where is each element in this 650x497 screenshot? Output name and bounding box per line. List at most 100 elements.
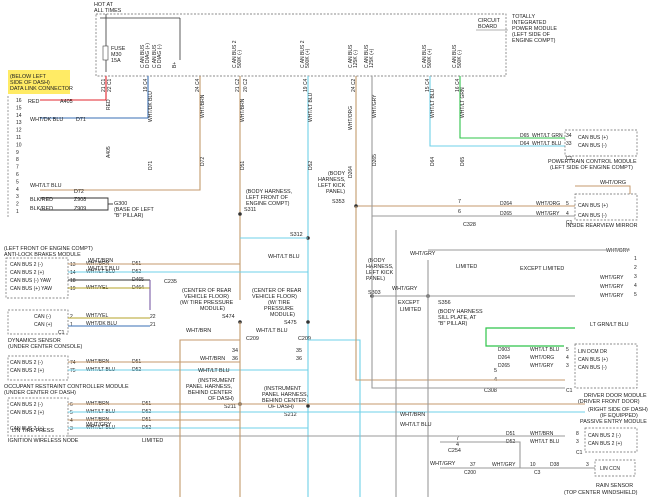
splice-s353: (BODY HARNESS, LEFT KICK PANEL) S353 <box>318 171 346 205</box>
row-label-lt-blu: WHT/LT BLU <box>88 266 120 272</box>
abs-row-pin-0: 13 <box>70 262 76 268</box>
dlc-pin-8: 8 <box>16 157 19 163</box>
svg-text:PANEL HARNESS,: PANEL HARNESS, <box>186 384 233 390</box>
mirror-row-color-1: WHT/GRY <box>536 211 560 217</box>
svg-text:"B" PILLAR): "B" PILLAR) <box>438 321 467 327</box>
row-label-wht-brn: WHT/BRN <box>88 258 113 264</box>
dlc-pin-16: 16 <box>16 98 22 104</box>
mirror-row-label-0: CAN BUS (+) <box>578 203 608 209</box>
ddm-top-wire: LT GRN/LT BLU <box>590 322 629 328</box>
vwire-color-3: WHT/BRN <box>240 98 246 122</box>
mirror-row-circuit-0: D264 <box>500 201 512 207</box>
splice-s212: (INSTRUMENT PANEL HARNESS, BEHIND CENTER… <box>262 386 309 418</box>
dlc-pin-15: 15 <box>16 105 22 111</box>
svg-text:LEFT FRONT OF: LEFT FRONT OF <box>246 195 289 201</box>
svg-text:BEHIND CENTER: BEHIND CENTER <box>188 390 232 396</box>
tire-row-label-3: CAN BUS 2 (+) <box>10 426 44 432</box>
vwire-color-1: WHT/DK BLU <box>148 91 154 122</box>
pem-inline-pin-1: 7 <box>456 436 459 442</box>
pem-row-pin-1: 3 <box>576 439 579 445</box>
svg-text:(CENTER OF REAR: (CENTER OF REAR <box>182 288 232 294</box>
pem-row-circuit-0: D51 <box>506 431 515 437</box>
splice-s311: (BODY HARNESS, LEFT FRONT OF ENGINE COMP… <box>244 189 293 213</box>
svg-text:HARNESS,: HARNESS, <box>318 177 346 183</box>
tire-row-pin-1: 5 <box>70 410 73 416</box>
svg-text:SILL PLATE, AT: SILL PLATE, AT <box>438 315 477 321</box>
right-stack-wire5: WHT/GRY <box>600 293 624 299</box>
bus-label-5-0: C AN BUS <box>348 44 354 68</box>
ground-id: G300 <box>114 201 127 207</box>
orc-row-pin-1: 75 <box>70 368 76 374</box>
svg-text:OCCUPANT RESTRAINT CONTROLLER: OCCUPANT RESTRAINT CONTROLLER MODULE <box>4 384 129 390</box>
ddm-connector: C1 <box>566 388 573 394</box>
dlc-pin-10: 10 <box>16 142 22 148</box>
tipm-pin-9: 16 C4 <box>455 78 461 92</box>
svg-text:(BODY HARNESS: (BODY HARNESS <box>438 309 483 315</box>
rain-conn-1: C3 <box>534 470 541 476</box>
dynamics-box <box>7 309 69 335</box>
rain-pin-0: 37 <box>470 462 476 468</box>
splice-s474: (CENTER OF REAR VEHICLE FLOOR) (W/ TIRE … <box>180 288 235 320</box>
abs-row-pin-2: 18 <box>70 278 76 284</box>
svg-text:ENGINE COMPT): ENGINE COMPT) <box>512 38 556 44</box>
abs-row-pin-1: 14 <box>70 270 76 276</box>
svg-text:VEHICLE FLOOR): VEHICLE FLOOR) <box>252 294 297 300</box>
svg-text:ANTI-LOCK BRAKES MODULE: ANTI-LOCK BRAKES MODULE <box>4 252 81 258</box>
board-label: BOARD <box>478 24 497 30</box>
ddm-row-pin-0: 5 <box>566 347 569 353</box>
orc-row-pin-0: 74 <box>70 360 76 366</box>
ddm-row-label-2: CAN BUS (-) <box>578 365 607 371</box>
abs-box <box>5 257 69 299</box>
fuse-symbol <box>102 45 109 61</box>
dlc-pin-2: 2 <box>16 202 19 208</box>
dlc-pin-3: 3 <box>16 194 19 200</box>
right-stack-wire2: WHT/GRY <box>600 275 624 281</box>
vwire-color-7: WHT/LT BLU <box>430 88 436 118</box>
mirror-row-label-1: CAN BUS (-) <box>578 213 607 219</box>
tire-row-pin-3: 3 <box>70 426 73 432</box>
svg-text:SIDE OF DASH): SIDE OF DASH) <box>10 80 50 86</box>
mirror-inline-pin-2: 6 <box>458 209 461 215</box>
vwire-color-8: WHT/LT GRN <box>460 87 466 118</box>
splice-s212-dot <box>306 404 310 408</box>
vwire-color-6: WHT/GRY <box>372 94 378 118</box>
bus-label-0-0: B+ <box>172 62 178 68</box>
right-stack-pin-1: 1 <box>634 256 637 262</box>
center-pin-a2: 35 <box>296 348 302 354</box>
dyn-row-pin-1: 1 <box>70 322 73 328</box>
pcm-name: POWERTRAIN CONTROL MODULE (LEFT SIDE OF … <box>548 159 637 171</box>
splice-s303: (BODY HARNESS, LEFT KICK PANEL) S303 <box>366 258 394 296</box>
svg-text:PRESSURE: PRESSURE <box>264 306 294 312</box>
right-grey-label: WHT/GRY <box>410 251 436 257</box>
dlc-highlight <box>8 70 70 94</box>
vwire-color-5: WHT/ORG <box>348 106 354 130</box>
vwire-circuit-4: D52 <box>308 161 314 170</box>
mirror-name: INSIDE REARVIEW MIRROR <box>566 223 638 229</box>
ddm-row-pin-1: 4 <box>566 355 569 361</box>
svg-text:VEHICLE FLOOR): VEHICLE FLOOR) <box>184 294 229 300</box>
tire-row-label-1: CAN BUS 2 (+) <box>10 410 44 416</box>
svg-text:MODULE): MODULE) <box>200 306 225 312</box>
pem-row-label-0: CAN BUS 2 (-) <box>588 433 621 439</box>
dlc-wire6-circuit: D72 <box>74 189 84 195</box>
bus-label-2-1: D DIAG (-) <box>157 44 163 68</box>
dlc-pin-5: 5 <box>16 179 19 185</box>
bus-label-8-1: 500K (-) <box>457 50 463 68</box>
bus-s312-wire-label: WHT/LT BLU <box>268 254 300 260</box>
pem-inline-pin-2: 4 <box>456 442 459 448</box>
mirror-inline-pin-1: 7 <box>458 199 461 205</box>
right-stack-pin-5: 5 <box>634 292 637 298</box>
bus-label-7-0: C AN BUS <box>422 44 428 68</box>
dlc-wire5-color: BLK/RED <box>30 197 53 203</box>
bus-label-7-1: 500K (+) <box>427 48 433 68</box>
dlc-pin-4: 4 <box>16 187 19 193</box>
ddm-box <box>574 343 638 389</box>
bus-label-4-0: C AN BUS 2 <box>300 40 306 68</box>
